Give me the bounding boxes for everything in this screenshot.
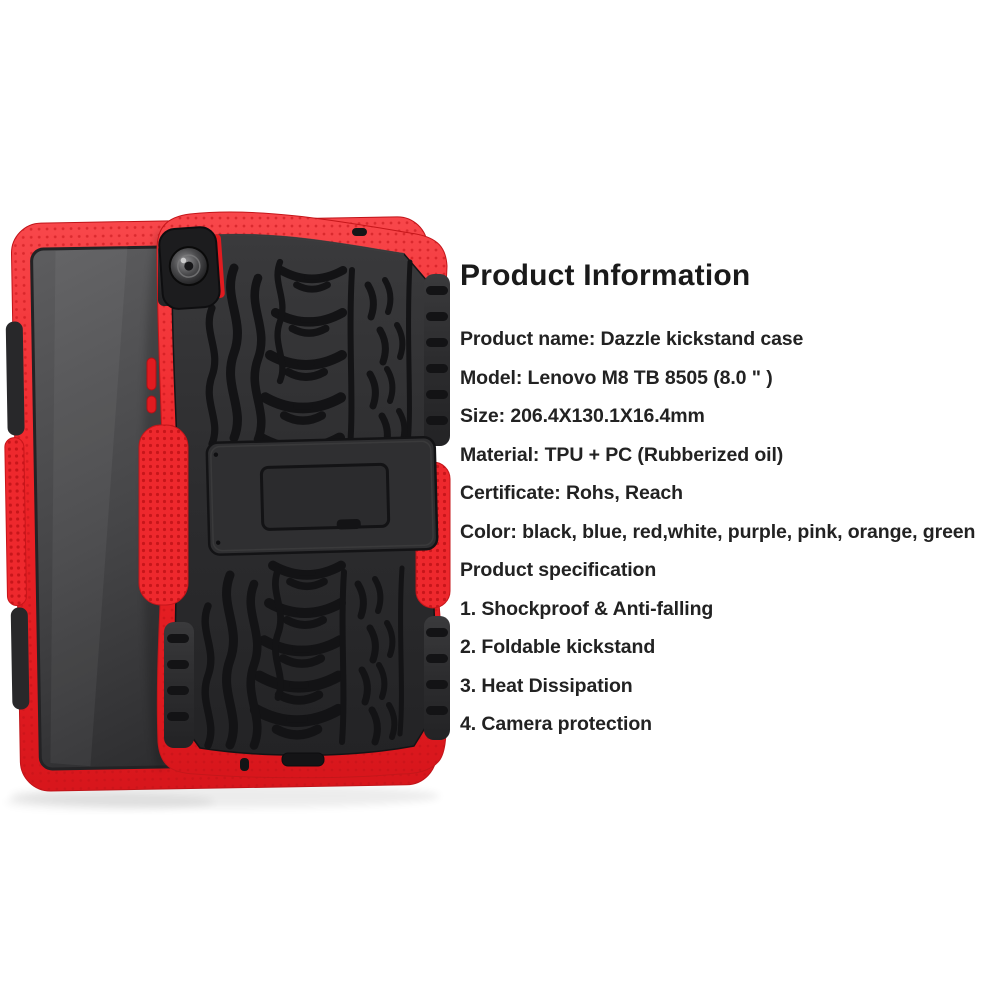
ribbed-edge-left-lower	[164, 622, 194, 748]
spec-line-product-name: Product name: Dazzle kickstand case	[460, 328, 804, 350]
product-info-title: Product Information	[460, 259, 751, 292]
camera-module	[158, 226, 225, 310]
tire-tread-lower	[205, 565, 405, 745]
kickstand	[205, 436, 439, 556]
spec-line-color: Color: black, blue, red,white, purple, p…	[460, 520, 976, 543]
product-photo-svg	[4, 211, 451, 810]
side-rail-bottom	[10, 607, 30, 710]
bottom-hole	[240, 758, 249, 771]
spec-item-2: 2. Foldable kickstand	[460, 636, 656, 658]
product-info-panel: Product Information Product name: Dazzle…	[460, 258, 1000, 744]
screen-reflection	[50, 247, 128, 767]
spec-heading-specification: Product specification	[460, 559, 657, 581]
product-info-lines: Product name: Dazzle kickstand case Mode…	[460, 320, 1000, 744]
spec-line-material: Material: TPU + PC (Rubberized oil)	[460, 443, 784, 466]
side-grip-left-tablet	[4, 437, 27, 607]
lens-highlight	[180, 257, 187, 264]
ribbed-edge-right-lower	[424, 616, 450, 740]
power-button	[146, 395, 157, 414]
spec-item-3: 3. Heat Dissipation	[460, 674, 633, 697]
kickstand-notch	[336, 519, 361, 530]
tire-tread-upper	[209, 262, 413, 462]
top-cutout	[352, 228, 367, 236]
spec-line-model: Model: Lenovo M8 TB 8505 (8.0 " )	[460, 366, 773, 389]
side-grip-left	[138, 424, 189, 606]
volume-button	[146, 357, 157, 391]
ribbed-edge-right-upper	[424, 274, 450, 446]
side-rail-top	[5, 321, 25, 436]
tablet-back-view	[138, 211, 451, 779]
spec-line-certificate: Certificate: Rohs, Reach	[460, 482, 683, 504]
usb-port-cutout	[281, 752, 325, 767]
product-photo	[0, 190, 475, 835]
spec-line-size: Size: 206.4X130.1X16.4mm	[460, 405, 705, 427]
kickstand-foldout	[259, 462, 391, 531]
spec-item-4: 4. Camera protection	[460, 713, 652, 735]
spec-item-1: 1. Shockproof & Anti-falling	[460, 597, 714, 620]
